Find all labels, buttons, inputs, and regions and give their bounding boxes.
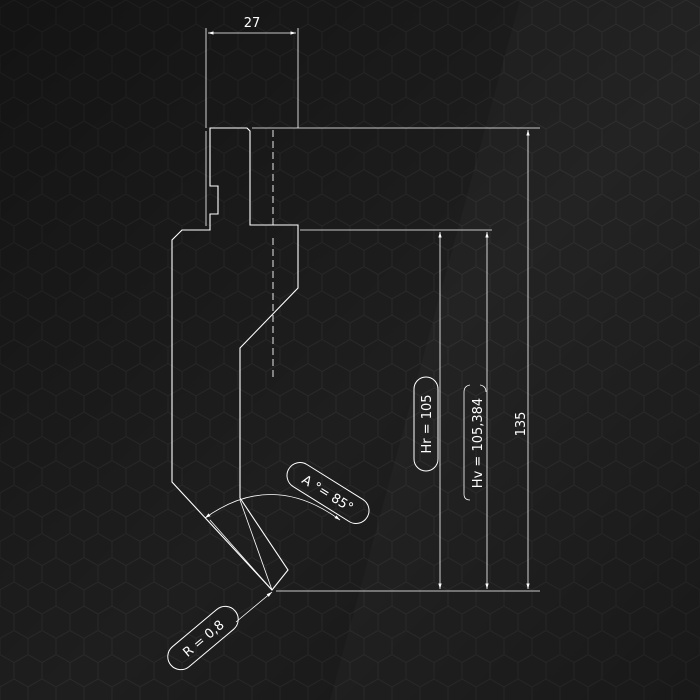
radius-label-pill [167,605,239,671]
total-height-label: 135 [514,412,529,437]
hr-label: Hr = 105 [420,394,435,453]
hv-pill-left [463,384,471,501]
angle-arc [204,494,341,521]
tip-face-line [209,519,273,591]
radius-leader [235,591,273,623]
hr-label-pill [413,376,439,472]
hv-label: Hv = 105,384 [471,398,486,488]
angle-label-pill [286,462,370,524]
hv-pill-right-top [479,384,487,393]
width-label: 27 [244,16,261,31]
punch-tool-outline [171,127,299,591]
